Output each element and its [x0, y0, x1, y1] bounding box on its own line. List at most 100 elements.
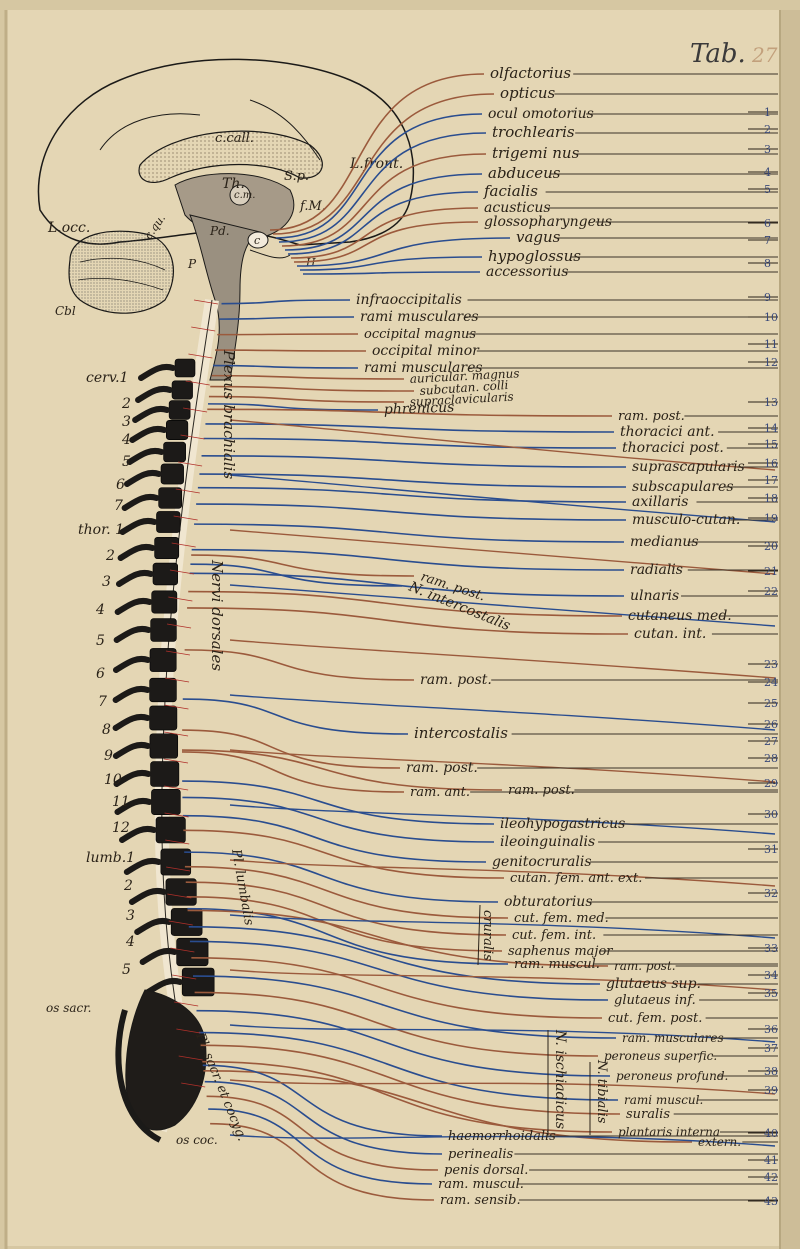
margin-number: 20 — [764, 540, 778, 553]
segment-tick — [172, 974, 197, 980]
nerve-fiber — [184, 851, 499, 903]
segment-tick — [167, 893, 192, 899]
margin-number: 38 — [764, 1065, 778, 1078]
margin-number: 12 — [764, 356, 778, 369]
margin-number: 33 — [764, 942, 778, 955]
segment-tick — [178, 1055, 203, 1061]
segment-tick — [171, 542, 196, 548]
margin-number: 41 — [764, 1154, 778, 1167]
spinous-process — [117, 544, 156, 561]
brain-label-l-front: L.front. — [349, 156, 403, 172]
spinous-process — [139, 948, 178, 965]
segment-tick — [169, 569, 194, 575]
nerve-fiber — [182, 698, 409, 735]
margin-number: 32 — [764, 887, 778, 900]
vertebra-body — [151, 789, 181, 815]
nerve-fiber — [182, 814, 487, 863]
margin-number: 30 — [764, 808, 778, 821]
nerve-fiber — [183, 829, 505, 879]
segment-tick — [170, 947, 195, 953]
segment-tick — [191, 326, 216, 332]
margin-number: 14 — [764, 422, 778, 435]
vertebra-body — [150, 761, 180, 787]
margin-number: 39 — [764, 1084, 778, 1097]
nerve-fiber — [182, 749, 503, 791]
spinous-process — [114, 598, 153, 615]
nerve-fiber — [191, 554, 415, 577]
spinous-process — [128, 888, 167, 905]
nerve-label: peroneus profund. — [616, 1069, 728, 1083]
margin-number: 34 — [764, 969, 778, 982]
nerve-label: ulnaris — [630, 588, 679, 604]
nerve-fiber — [207, 403, 379, 411]
nerve-fiber — [207, 408, 613, 417]
vertebra-body — [174, 358, 196, 378]
brain-label-s-p: S.p. — [284, 169, 309, 184]
nerve-fiber — [184, 865, 509, 919]
nerve-fiber — [217, 333, 359, 336]
spine-label-l4: 4 — [125, 934, 135, 950]
spine-label-l2: 2 — [123, 878, 133, 894]
brain-label-p: P — [187, 257, 197, 271]
nerve-fiber — [278, 132, 487, 243]
vertebra-body — [150, 618, 177, 642]
nerve-label: hypoglossus — [488, 247, 581, 265]
spinous-processes — [112, 364, 184, 995]
margin-number: 8 — [764, 257, 771, 270]
nerve-fiber — [229, 804, 776, 835]
brain-drawing: c.call. L.front. S.p. Th. c.m. f.M. L.oc… — [37, 58, 415, 381]
cruralis-label: cruralis — [480, 910, 495, 961]
segment-tick — [168, 596, 193, 602]
nerve-fiber — [215, 349, 367, 352]
nerve-label: glutaeus sup. — [606, 976, 701, 992]
nerve-fiber — [191, 548, 625, 571]
spinous-process — [112, 686, 151, 703]
nerve-label: acusticus — [484, 200, 551, 216]
nerve-fiber — [187, 909, 609, 967]
margin-number: 35 — [764, 987, 778, 1000]
nerve-fiber — [229, 584, 776, 627]
spinous-process — [145, 978, 184, 995]
vertebra-body — [151, 590, 178, 614]
margin-number: 4 — [764, 166, 771, 179]
nerve-fiber — [281, 153, 487, 247]
spine-label-t7: 7 — [98, 694, 107, 710]
spine-label-c4: 4 — [121, 432, 131, 448]
nerve-label: ram. musculares — [622, 1031, 724, 1045]
vertebra-body — [156, 511, 181, 533]
plate-title: Tab. — [690, 39, 746, 69]
nerve-label: ram. muscul. — [438, 1177, 524, 1192]
vertebra-body — [155, 816, 186, 844]
nerve-label: radialis — [630, 562, 683, 578]
nerve-label: cut. fem. post. — [608, 1011, 702, 1026]
spine-label-c6: 6 — [116, 477, 125, 493]
brain-label-cbl: Cbl — [55, 304, 76, 318]
nerve-fiber — [182, 751, 405, 793]
nerve-label: infraoccipitalis — [356, 292, 462, 308]
nerve-fiber — [293, 221, 479, 263]
n-tibialis-label: N. tibialis — [594, 1059, 609, 1124]
nerve-label: cut. fem. med. — [514, 911, 609, 926]
nerve-fiber — [299, 256, 483, 271]
nerve-label: trochlearis — [492, 123, 575, 141]
nerve-label: genitocruralis — [492, 854, 592, 870]
nerve-label: cutan. int. — [634, 626, 706, 642]
nerve-label: ram. post. — [406, 760, 478, 776]
vertebra-body — [152, 562, 178, 586]
nerve-fiber — [182, 796, 495, 843]
segment-tick — [168, 920, 193, 926]
spine-label-t6: 6 — [96, 666, 105, 682]
spinous-process — [119, 826, 158, 843]
margin-number: 15 — [764, 438, 778, 451]
nerve-label: extern. — [698, 1135, 741, 1149]
nerve-fiber — [184, 649, 415, 681]
spine-label-c2: 2 — [121, 396, 131, 412]
spinous-process — [113, 770, 152, 787]
nerve-fiber — [213, 364, 359, 369]
margin-number: 29 — [764, 777, 778, 790]
brain-label-c-m: c.m. — [234, 190, 255, 201]
segment-tick — [166, 623, 192, 629]
nerve-fiber — [211, 374, 405, 380]
nerve-label: ram. ant. — [410, 785, 470, 800]
nerve-label: haemorrhoidalis — [448, 1129, 556, 1144]
